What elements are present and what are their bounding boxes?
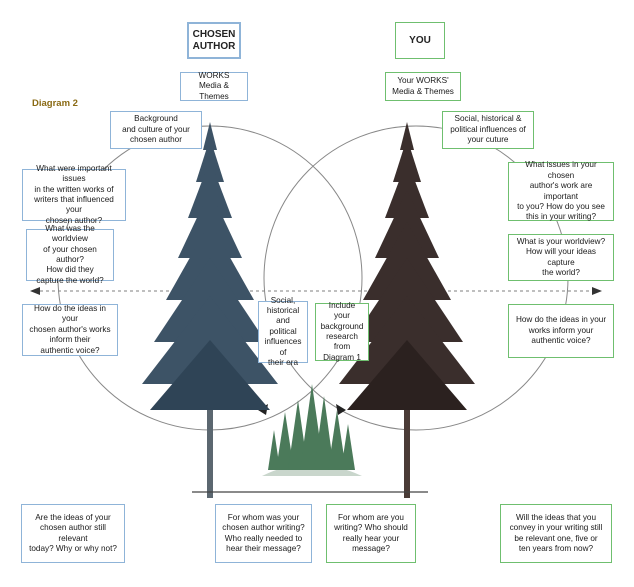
you-works-box: Your WORKS' Media & Themes bbox=[385, 72, 461, 101]
circle-arrow-right-icon bbox=[336, 404, 346, 415]
you-tree bbox=[339, 122, 475, 498]
author-social-box: Social, historical and political influen… bbox=[258, 296, 308, 367]
you-ideas-box: How do the ideas in your works inform yo… bbox=[508, 304, 614, 358]
author-tree bbox=[142, 122, 278, 498]
left-arrow-icon bbox=[30, 287, 40, 295]
author-for-whom-box: For whom was your chosen author writing?… bbox=[215, 504, 312, 563]
you-background-box: Include your background research from Di… bbox=[315, 301, 369, 362]
you-social-box: Social, historical & political influence… bbox=[442, 111, 534, 149]
you-worldview-box: What is your worldview? How will your id… bbox=[508, 234, 614, 281]
author-worldview-box: What was the worldview of your chosen au… bbox=[26, 224, 114, 285]
you-future-box: Will the ideas that you convey in your w… bbox=[500, 504, 612, 563]
author-issues-box: What were important issues in the writte… bbox=[22, 164, 126, 225]
small-forest-icon bbox=[262, 384, 362, 476]
you-heading: YOU bbox=[395, 22, 445, 59]
author-background-box: Background and culture of your chosen au… bbox=[110, 111, 202, 149]
author-works-box: WORKS Media & Themes bbox=[180, 71, 248, 101]
right-arrow-icon bbox=[592, 287, 602, 295]
author-heading: CHOSEN AUTHOR bbox=[187, 22, 241, 59]
author-relevant-box: Are the ideas of your chosen author stil… bbox=[21, 504, 125, 563]
diagram-label: Diagram 2 bbox=[32, 98, 78, 109]
author-ideas-box: How do the ideas in your chosen author's… bbox=[22, 304, 118, 356]
you-for-whom-box: For whom are you writing? Who should rea… bbox=[326, 504, 416, 563]
you-issues-box: What issues in your chosen author's work… bbox=[508, 160, 614, 221]
